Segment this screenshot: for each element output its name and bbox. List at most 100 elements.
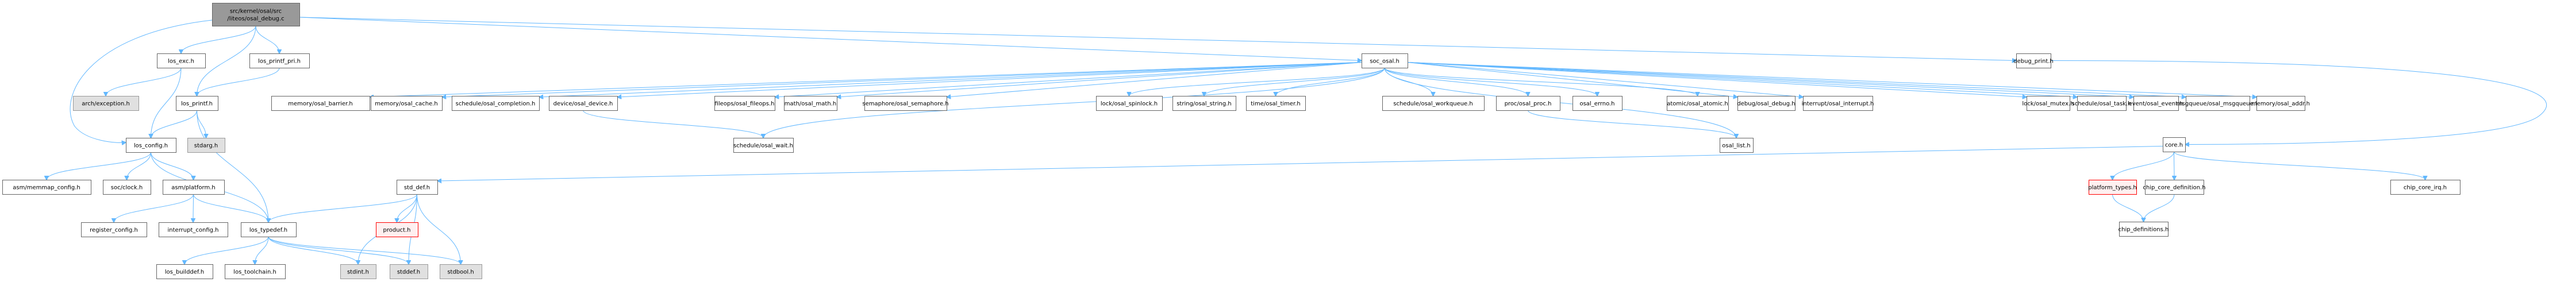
node-label: soc_osal.h xyxy=(1370,59,1400,65)
node-box xyxy=(1720,138,1754,153)
edge-soc-osal-to-osal-string xyxy=(1204,67,1385,96)
node-osal-math[interactable]: math/osal_math.h xyxy=(784,96,837,111)
node-box xyxy=(2390,180,2460,195)
node-label: stdarg.h xyxy=(194,143,218,149)
node-osal-msgqueue[interactable]: msgqueue/osal_msgqueue.h xyxy=(2177,96,2259,111)
node-label: proc/osal_proc.h xyxy=(1505,101,1552,107)
node-los-exc[interactable]: los_exc.h xyxy=(157,53,206,68)
edge-root-to-debug-print xyxy=(299,17,2016,61)
node-label: schedule/osal_completion.h xyxy=(456,101,536,107)
node-los-printf-pri[interactable]: los_printf_pri.h xyxy=(249,53,310,68)
node-box xyxy=(371,96,443,111)
node-box xyxy=(452,96,540,111)
node-label: time/osal_timer.h xyxy=(1251,101,1301,107)
node-soc-clock[interactable]: soc/clock.h xyxy=(103,180,151,195)
node-core[interactable]: core.h xyxy=(2163,137,2186,152)
node-stddef[interactable]: stddef.h xyxy=(390,264,428,279)
node-osal-atomic[interactable]: atomic/osal_atomic.h xyxy=(1667,96,1729,111)
node-osal-device[interactable]: device/osal_device.h xyxy=(549,96,618,111)
node-label: debug_print.h xyxy=(2013,59,2054,65)
edge-soc-osal-to-osal-interrupt xyxy=(1407,62,1803,98)
node-osal-mutex[interactable]: lock/osal_mutex.h xyxy=(2022,96,2074,111)
edge-asm-platform-to-los-typedef xyxy=(193,194,269,222)
node-label: los_builddef.h xyxy=(165,269,205,276)
node-chip-definitions[interactable]: chip_definitions.h xyxy=(2119,222,2169,237)
edge-root-to-soc-osal xyxy=(299,17,1362,61)
node-osal-wait[interactable]: schedule/osal_wait.h xyxy=(733,138,794,153)
node-osal-list[interactable]: osal_list.h xyxy=(1720,138,1754,153)
node-box xyxy=(271,96,370,111)
node-osal-string[interactable]: string/osal_string.h xyxy=(1172,96,1236,111)
node-box xyxy=(733,138,794,153)
node-label: interrupt_config.h xyxy=(168,227,219,234)
edge-core-to-std-def xyxy=(437,146,2163,181)
node-osal-event[interactable]: event/osal_event.h xyxy=(2128,96,2183,111)
nodes-layer: src/kernel/osal/src/liteos/osal_debug.cl… xyxy=(2,3,2460,279)
edge-los-printf-pri-to-los-printf xyxy=(197,67,280,96)
edge-soc-osal-to-osal-debug xyxy=(1407,62,1737,98)
node-arch-exception[interactable]: arch/exception.h xyxy=(73,96,139,111)
node-osal-addr[interactable]: memory/osal_addr.h xyxy=(2251,96,2310,111)
edge-asm-platform-to-interrupt-config xyxy=(193,194,194,222)
node-root[interactable]: src/kernel/osal/src/liteos/osal_debug.c xyxy=(212,3,300,26)
node-osal-errno[interactable]: osal_errno.h xyxy=(1572,96,1623,111)
node-los-builddef[interactable]: los_builddef.h xyxy=(156,264,213,279)
node-product[interactable]: product.h xyxy=(376,222,418,237)
edge-los-config-to-asm-memmap-config xyxy=(47,152,151,180)
node-label: platform_types.h xyxy=(2088,185,2137,191)
node-stdarg[interactable]: stdarg.h xyxy=(187,138,225,153)
node-osal-task[interactable]: schedule/osal_task.h xyxy=(2072,96,2132,111)
node-label: schedule/osal_task.h xyxy=(2072,101,2132,107)
node-los-typedef[interactable]: los_typedef.h xyxy=(241,222,297,237)
edge-core-to-chip-core-definition xyxy=(2174,151,2175,180)
node-std-def[interactable]: std_def.h xyxy=(397,180,438,195)
node-osal-workqueue[interactable]: schedule/osal_workqueue.h xyxy=(1382,96,1485,111)
node-box xyxy=(159,222,228,237)
node-label: chip_core_definition.h xyxy=(2143,185,2205,191)
node-debug-print[interactable]: debug_print.h xyxy=(2013,53,2054,68)
node-box xyxy=(249,53,310,68)
node-osal-debug[interactable]: debug/osal_debug.h xyxy=(1737,96,1795,111)
node-asm-memmap-config[interactable]: asm/memmap_config.h xyxy=(2,180,91,195)
node-osal-fileops[interactable]: fileops/osal_fileops.h xyxy=(714,96,775,111)
node-osal-spinlock[interactable]: lock/osal_spinlock.h xyxy=(1096,96,1163,111)
node-asm-platform[interactable]: asm/platform.h xyxy=(163,180,225,195)
node-osal-proc[interactable]: proc/osal_proc.h xyxy=(1496,96,1560,111)
node-platform-types[interactable]: platform_types.h xyxy=(2088,180,2137,195)
node-osal-completion[interactable]: schedule/osal_completion.h xyxy=(452,96,540,111)
node-box xyxy=(103,180,151,195)
node-label: event/osal_event.h xyxy=(2128,101,2183,107)
node-stdbool[interactable]: stdbool.h xyxy=(440,264,482,279)
edge-soc-osal-to-osal-errno xyxy=(1384,67,1597,96)
edge-los-exc-to-arch-exception xyxy=(106,67,182,96)
node-osal-semaphore[interactable]: semaphore/osal_semaphore.h xyxy=(862,96,949,111)
node-label: device/osal_device.h xyxy=(553,101,613,107)
node-box xyxy=(2119,222,2169,237)
node-label: asm/memmap_config.h xyxy=(13,185,80,191)
node-osal-timer[interactable]: time/osal_timer.h xyxy=(1246,96,1306,111)
edge-los-typedef-to-stdint xyxy=(268,236,358,264)
node-los-toolchain[interactable]: los_toolchain.h xyxy=(225,264,286,279)
node-register-config[interactable]: register_config.h xyxy=(81,222,147,237)
edge-soc-osal-to-osal-timer xyxy=(1276,67,1385,96)
node-box xyxy=(126,138,176,153)
edge-los-typedef-to-los-toolchain xyxy=(255,236,269,264)
node-chip-core-irq[interactable]: chip_core_irq.h xyxy=(2390,180,2460,195)
edge-los-exc-to-los-config xyxy=(151,67,182,138)
node-box xyxy=(2016,53,2051,68)
node-stdint[interactable]: stdint.h xyxy=(340,264,376,279)
node-los-printf[interactable]: los_printf.h xyxy=(176,96,218,111)
node-interrupt-config[interactable]: interrupt_config.h xyxy=(159,222,228,237)
edge-soc-osal-to-osal-cache xyxy=(442,62,1362,98)
node-label: fileops/osal_fileops.h xyxy=(715,101,775,107)
node-label: debug/osal_debug.h xyxy=(1737,101,1795,107)
node-chip-core-definition[interactable]: chip_core_definition.h xyxy=(2143,180,2206,195)
node-label: msgqueue/osal_msgqueue.h xyxy=(2177,101,2259,107)
node-osal-cache[interactable]: memory/osal_cache.h xyxy=(371,96,443,111)
edge-chip-core-definition-to-chip-definitions xyxy=(2144,194,2175,222)
node-los-config[interactable]: los_config.h xyxy=(126,138,176,153)
node-osal-interrupt[interactable]: interrupt/osal_interrupt.h xyxy=(1802,96,1874,111)
node-osal-barrier[interactable]: memory/osal_barrier.h xyxy=(271,96,370,111)
node-label: los_printf_pri.h xyxy=(258,59,301,65)
node-soc-osal[interactable]: soc_osal.h xyxy=(1362,53,1408,68)
